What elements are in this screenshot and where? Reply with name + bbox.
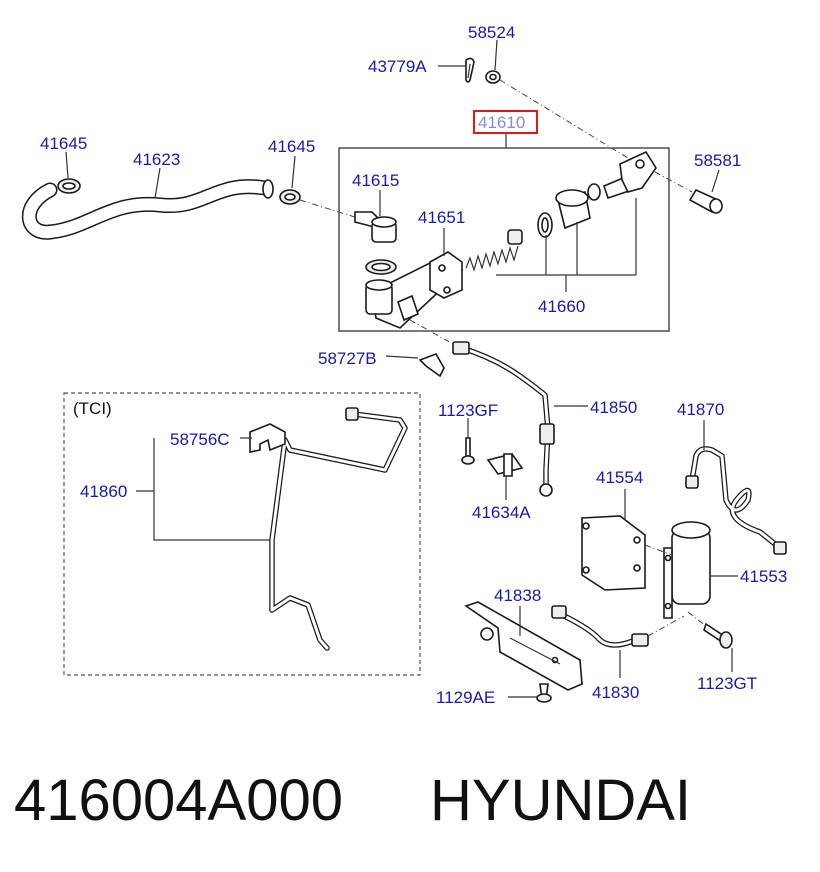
pipe-41830-icon (551, 605, 649, 648)
dash-41830 (647, 615, 685, 637)
label-41830: 41830 (592, 683, 639, 702)
hose-clamp-41645-left-icon (57, 178, 81, 194)
dash-1123GT (687, 611, 707, 627)
label-tci: (TCI) (73, 399, 112, 418)
seal-ring-41660-icon (537, 212, 553, 238)
hose-41623-icon (21, 179, 274, 240)
label-58524: 58524 (468, 23, 515, 42)
label-41634A: 41634A (472, 503, 531, 522)
label-41860: 41860 (80, 482, 127, 501)
bolt-1123GT-icon (703, 622, 733, 649)
label-41610[interactable]: 41610 (478, 113, 525, 132)
dash-41645 (299, 199, 359, 219)
bracket-41634A-icon (486, 453, 524, 477)
bolt-1123GF-icon (461, 437, 475, 465)
label-1123GT: 1123GT (697, 674, 757, 693)
label-41660: 41660 (538, 297, 585, 316)
highlight-box-41610 (473, 110, 538, 134)
dash-41554 (644, 544, 673, 556)
reservoir-fitting-41615-icon (354, 211, 397, 243)
bracket-41660 (496, 198, 637, 292)
dash-41850 (409, 319, 456, 346)
footer-part-number: 416004A000 (14, 768, 343, 833)
bolt-1129AE-icon (536, 683, 552, 703)
label-1129AE: 1129AE (436, 688, 495, 707)
pipe-41870-icon (685, 446, 787, 555)
bracket-41554-icon (581, 515, 646, 591)
damper-41553-icon (663, 521, 711, 619)
bracket-41838-icon (464, 601, 583, 691)
assembly-box-41610 (338, 147, 670, 332)
label-41615: 41615 (352, 171, 399, 190)
pipe-41850-icon (452, 341, 555, 497)
spring-41651-icon (465, 229, 523, 273)
master-cylinder-body-icon (365, 251, 464, 329)
label-58581: 58581 (694, 151, 741, 170)
washer-41660-icon (587, 183, 601, 201)
label-41623: 41623 (133, 150, 180, 169)
label-41850: 41850 (590, 398, 637, 417)
hose-clamp-41645-right-icon (279, 189, 301, 205)
boot-41660-icon (555, 189, 591, 230)
clip-43779A-icon (465, 57, 475, 83)
push-rod-clevis-icon (603, 150, 657, 200)
label-41645-left: 41645 (40, 134, 87, 153)
label-1123GF: 1123GF (438, 401, 498, 420)
bracket-41860 (153, 438, 270, 541)
pin-58581-icon (688, 188, 723, 214)
label-41554: 41554 (596, 468, 643, 487)
label-41553: 41553 (740, 567, 787, 586)
label-58727B: 58727B (318, 349, 377, 368)
label-41838: 41838 (494, 586, 541, 605)
label-41651: 41651 (418, 208, 465, 227)
pipe-41860-icon (269, 407, 408, 651)
footer-brand: HYUNDAI (430, 768, 691, 833)
clip-58756C-icon (249, 423, 286, 453)
leader-lines (65, 39, 738, 698)
label-41870: 41870 (677, 400, 724, 419)
label-41645-right: 41645 (268, 137, 315, 156)
dash-58581 (654, 171, 693, 193)
tci-box (63, 392, 421, 676)
clamp-41615-icon (365, 259, 397, 275)
label-58756C: 58756C (170, 430, 230, 449)
label-43779A: 43779A (368, 57, 427, 76)
dash-58524 (499, 79, 629, 159)
clip-58727B-icon (418, 353, 445, 378)
washer-58524-icon (485, 70, 501, 84)
